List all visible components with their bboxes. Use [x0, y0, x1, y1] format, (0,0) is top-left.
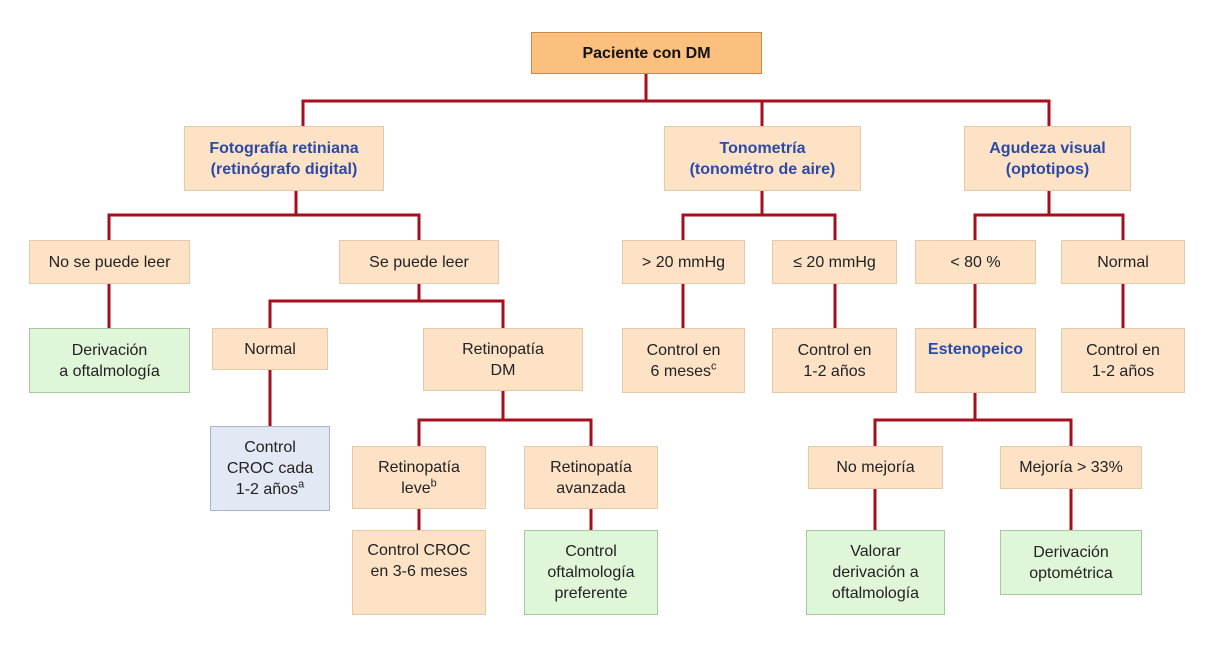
tonometria-line1: Tonometría [719, 139, 806, 157]
no-mejoria-node: No mejoría [808, 446, 943, 489]
control-tono-line1: Control en [797, 341, 872, 359]
presion-alta-label: > 20 mmHg [641, 253, 726, 271]
control-croc-leve-node: Control CROC en 3-6 meses [352, 530, 486, 615]
retinopatia-dm-node: Retinopatía DM [423, 328, 583, 391]
no-mejoria-label: No mejoría [836, 459, 915, 476]
mejoria-node: Mejoría > 33% [1000, 446, 1142, 489]
tonometria-line2: (tonométro de aire) [689, 160, 836, 178]
se-puede-leer-node: Se puede leer [339, 240, 499, 284]
control-croc-leve-line2: en 3-6 meses [370, 563, 468, 580]
control-croc-line3-text: 1-2 años [235, 481, 299, 498]
control-croc-line2: CROC cada [226, 460, 314, 477]
agudeza-normal-label: Normal [1097, 253, 1149, 271]
retinopatia-avanzada-line1: Retinopatía [550, 458, 632, 476]
agudeza-line2: (optotipos) [1005, 160, 1090, 178]
control-oftalmologia-line3: preferente [554, 585, 628, 602]
derivacion-line1: Derivación [71, 341, 148, 359]
connector [301, 72, 1051, 128]
retinopatia-dm-line2: DM [490, 361, 516, 379]
retinopatia-avanzada-node: Retinopatía avanzada [524, 446, 658, 509]
control-agudeza-line2: 1-2 años [1091, 362, 1155, 380]
valorar-derivacion-node: Valorar derivación a oftalmología [806, 530, 945, 615]
derivacion-optometrica-node: Derivación optométrica [1000, 530, 1142, 595]
derivacion-opt-line2: optométrica [1029, 564, 1113, 582]
agudeza-baja-node: < 80 % [915, 240, 1036, 284]
footnote-a: a [298, 478, 305, 491]
tonometria-node: Tonometría (tonométro de aire) [664, 126, 861, 191]
presion-alta-node: > 20 mmHg [622, 240, 745, 284]
retinopatia-dm-line1: Retinopatía [462, 340, 544, 358]
retinopatia-leve-line1: Retinopatía [378, 458, 460, 476]
root-node: Paciente con DM [531, 32, 762, 74]
fotografia-node: Fotografía retiniana (retinógrafo digita… [184, 126, 384, 191]
valorar-line1: Valorar [850, 543, 901, 560]
control-agudeza-line1: Control en [1086, 341, 1160, 359]
retinopatia-avanzada-line2: avanzada [556, 479, 626, 497]
valorar-line2: derivación a [832, 564, 919, 581]
agudeza-baja-label: < 80 % [950, 253, 1001, 271]
agudeza-node: Agudeza visual (optotipos) [964, 126, 1131, 191]
footnote-b: b [430, 477, 437, 490]
derivacion-opt-line1: Derivación [1033, 543, 1109, 561]
retinopatia-leve-line2-text: leve [401, 479, 431, 497]
control-tono-line2: 1-2 años [803, 362, 866, 380]
control-croc-line1: Control [244, 439, 296, 456]
connector [268, 282, 505, 330]
derivacion-oftalmologia-node: Derivación a oftalmología [29, 328, 190, 393]
control-oftalmologia-node: Control oftalmología preferente [524, 530, 658, 615]
agudeza-normal-node: Normal [1061, 240, 1185, 284]
control-croc-node: Control CROC cada 1-2 añosa [210, 426, 330, 511]
connector [873, 391, 1073, 448]
control-croc-leve-line1: Control CROC [367, 542, 471, 559]
estenopeico-node: Estenopeico [915, 328, 1036, 393]
root-label: Paciente con DM [582, 44, 711, 62]
connector [107, 189, 421, 242]
fotografia-line1: Fotografía retiniana [209, 139, 359, 157]
agudeza-line1: Agudeza visual [989, 139, 1106, 157]
control-6-meses-line2: 6 mesesc [651, 361, 717, 382]
no-se-puede-leer-node: No se puede leer [29, 240, 190, 284]
presion-normal-node: ≤ 20 mmHg [772, 240, 897, 284]
connector [417, 389, 593, 448]
connector [973, 189, 1125, 242]
normal-foto-node: Normal [212, 328, 328, 370]
control-croc-line3: 1-2 añosa [236, 479, 304, 500]
connector [681, 189, 837, 242]
mejoria-label: Mejoría > 33% [1019, 459, 1123, 476]
footnote-c: c [710, 360, 717, 373]
se-puede-leer-label: Se puede leer [369, 253, 469, 271]
control-1-2-anos-agudeza-node: Control en 1-2 años [1061, 328, 1185, 393]
control-6-meses-line2-text: 6 meses [650, 362, 711, 380]
control-1-2-anos-tono-node: Control en 1-2 años [772, 328, 897, 393]
presion-normal-label: ≤ 20 mmHg [793, 253, 876, 271]
retinopatia-leve-node: Retinopatía leveb [352, 446, 486, 509]
control-6-meses-line1: Control en [646, 341, 721, 359]
derivacion-line2: a oftalmología [59, 362, 160, 380]
estenopeico-label: Estenopeico [927, 341, 1024, 358]
retinopatia-leve-line2: leveb [401, 478, 436, 499]
control-oftalmologia-line1: Control [565, 543, 617, 560]
fotografia-line2: (retinógrafo digital) [210, 160, 358, 178]
valorar-line3: oftalmología [831, 585, 920, 602]
control-6-meses-node: Control en 6 mesesc [622, 328, 745, 393]
no-se-puede-leer-label: No se puede leer [48, 253, 171, 271]
control-oftalmologia-line2: oftalmología [547, 564, 635, 581]
normal-foto-label: Normal [244, 340, 296, 358]
